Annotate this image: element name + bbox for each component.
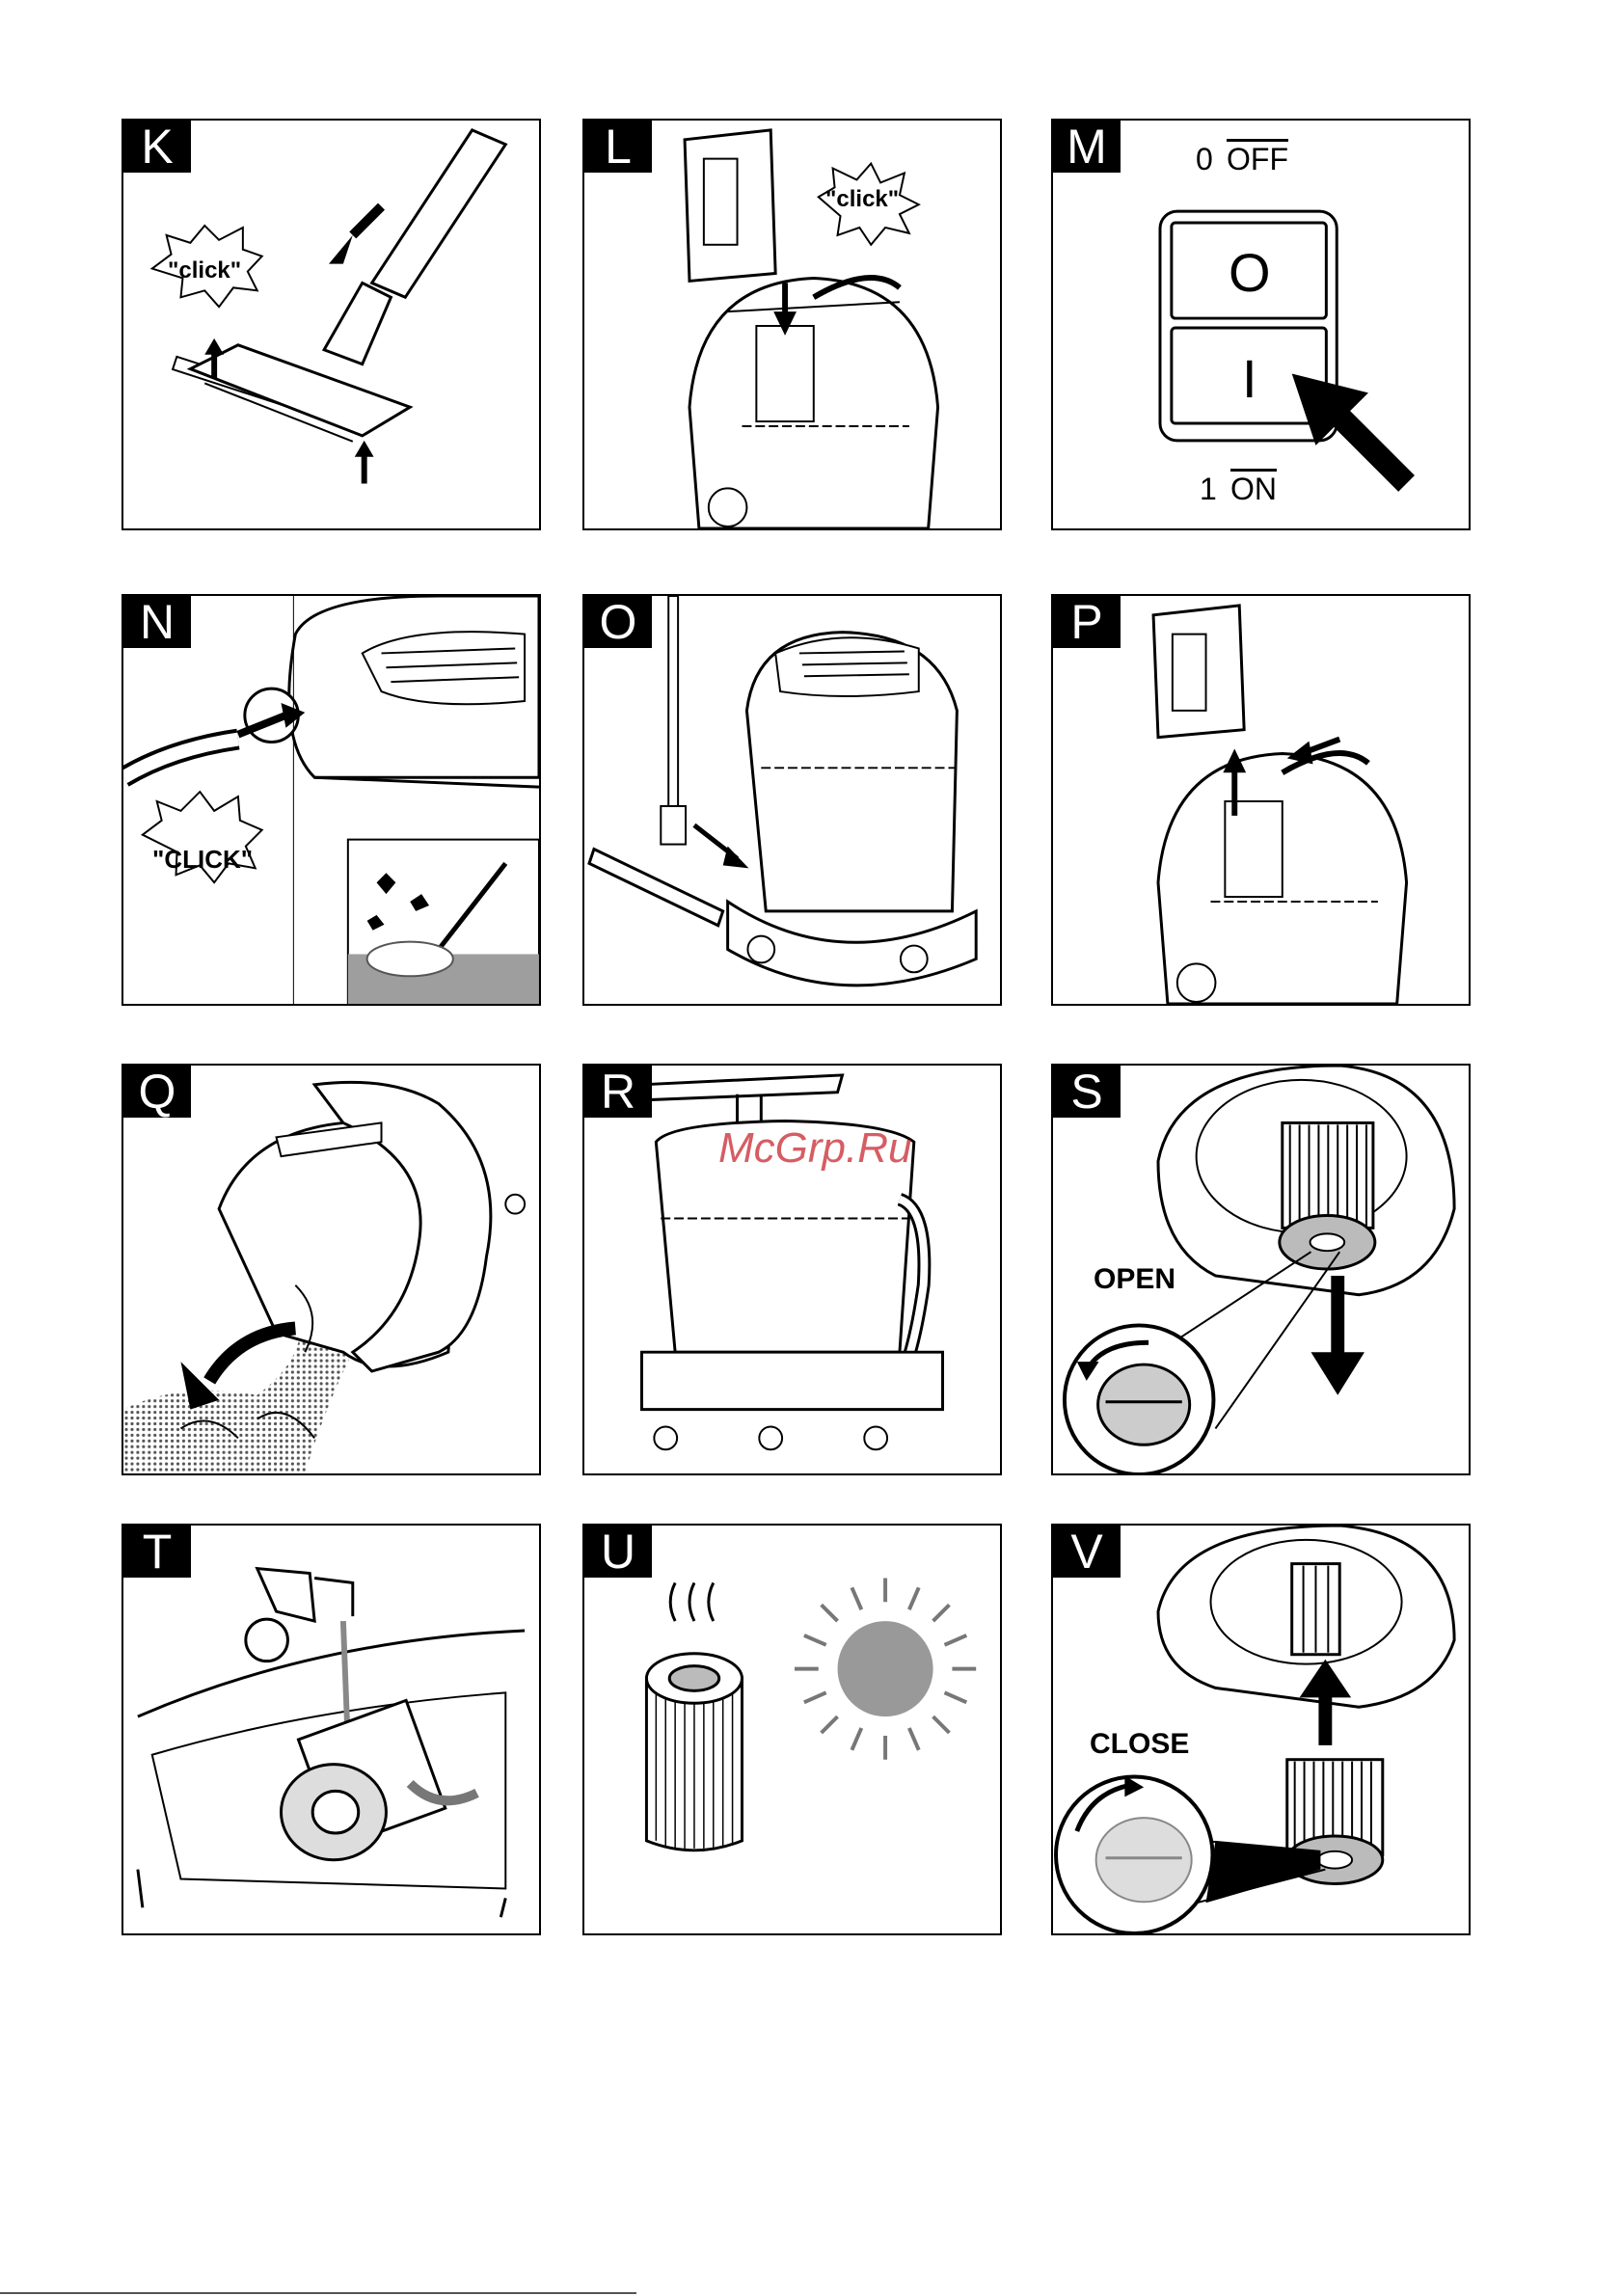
- close-label: CLOSE: [1090, 1728, 1189, 1761]
- switch-on-symbol: I: [1242, 347, 1257, 410]
- open-label: OPEN: [1094, 1263, 1175, 1296]
- on-number: 1: [1200, 472, 1217, 507]
- panel-u-letter: U: [584, 1526, 652, 1578]
- panel-v-letter: V: [1053, 1526, 1121, 1578]
- panel-l: L "click": [582, 119, 1002, 530]
- panel-r-letter: R: [584, 1066, 652, 1118]
- panel-m-letter: M: [1053, 121, 1121, 173]
- filter-rinse-illustration: [123, 1526, 539, 1933]
- click-label: "CLICK": [152, 845, 253, 875]
- panel-l-letter: L: [584, 121, 652, 173]
- panel-t: T: [122, 1524, 541, 1935]
- panel-p-letter: P: [1053, 596, 1121, 648]
- panel-t-letter: T: [123, 1526, 191, 1578]
- power-switch-illustration: [1053, 121, 1469, 528]
- empty-container-illustration: [123, 1066, 539, 1473]
- panel-q-letter: Q: [123, 1066, 191, 1118]
- panel-q: Q: [122, 1064, 541, 1475]
- panel-v: V CLOSE: [1051, 1524, 1471, 1935]
- battery-remove-illustration: [1053, 596, 1469, 1004]
- off-label: OFF: [1227, 142, 1288, 177]
- off-number: 0: [1196, 142, 1213, 177]
- click-label: "click": [168, 257, 241, 284]
- filter-dry-illustration: [584, 1526, 1000, 1933]
- floor-nozzle-illustration: [123, 121, 539, 528]
- footer-rule: [0, 2292, 636, 2294]
- panel-k-letter: K: [123, 121, 191, 173]
- panel-k: K "click": [122, 119, 541, 530]
- panel-n: N "CLICK": [122, 594, 541, 1006]
- hose-connect-illustration: [123, 596, 539, 1004]
- panel-m: M 0 OFF O I 1 ON: [1051, 119, 1471, 530]
- panel-p: P: [1051, 594, 1471, 1006]
- switch-off-symbol: O: [1229, 241, 1271, 304]
- panel-s-letter: S: [1053, 1066, 1121, 1118]
- accessory-storage-illustration: [584, 596, 1000, 1004]
- panel-o: O: [582, 594, 1002, 1006]
- on-label: ON: [1230, 472, 1277, 507]
- battery-insert-illustration: [584, 121, 1000, 528]
- watermark-text: McGrp.Ru: [718, 1124, 911, 1173]
- panel-s: S OPEN: [1051, 1064, 1471, 1475]
- panel-o-letter: O: [584, 596, 652, 648]
- panel-u: U: [582, 1524, 1002, 1935]
- click-label: "click": [825, 186, 899, 213]
- panel-n-letter: N: [123, 596, 191, 648]
